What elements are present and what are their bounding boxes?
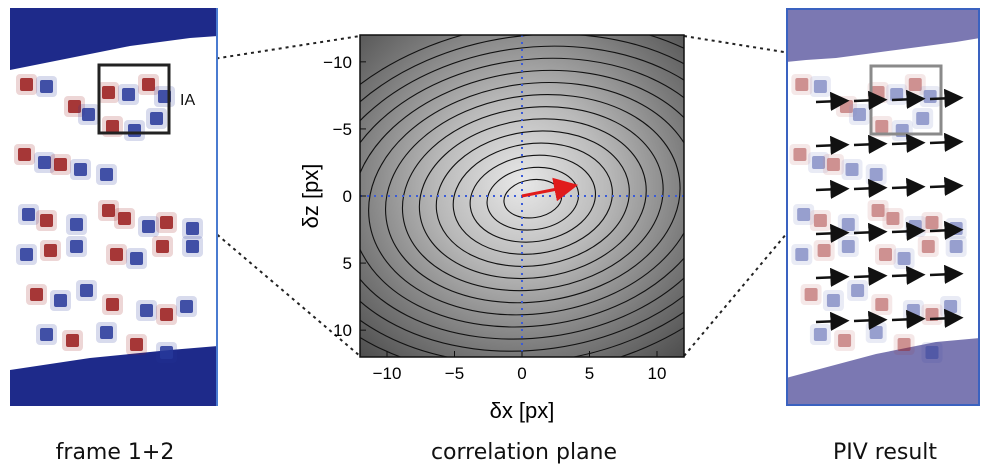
contour-line <box>368 81 684 316</box>
x-axis-label: δx [px] <box>490 398 555 423</box>
y-tick-label: −10 <box>323 53 352 72</box>
velocity-vector-icon <box>929 88 964 108</box>
velocity-vector-icon <box>853 90 888 110</box>
x-tick-label: 0 <box>517 364 526 383</box>
piv-caption: PIV result <box>832 440 938 465</box>
channel-wall-top <box>10 8 218 70</box>
y-tick-label: 5 <box>343 254 352 273</box>
velocity-vector-icon <box>853 310 888 330</box>
velocity-vector-icon <box>853 222 888 242</box>
contour-line <box>360 45 684 352</box>
velocity-vector-icon <box>891 221 926 241</box>
velocity-vector-icon <box>815 179 850 199</box>
contour-line <box>452 142 613 255</box>
velocity-vector-icon <box>853 134 888 154</box>
correlation-caption: correlation plane <box>430 440 618 465</box>
velocity-vector-icon <box>815 223 850 243</box>
contour-line <box>435 130 630 267</box>
contour-line <box>401 106 664 292</box>
velocity-vector-icon <box>815 135 850 155</box>
velocity-vector-icon <box>891 265 926 285</box>
y-tick-label: −5 <box>333 120 352 139</box>
y-tick-label: 0 <box>343 187 352 206</box>
connector-left-top <box>167 35 361 67</box>
channel-wall-top <box>786 8 980 62</box>
piv-result-panel <box>786 8 980 406</box>
velocity-vector-icon <box>929 176 964 196</box>
contour-line <box>469 154 597 243</box>
frame-panel <box>10 8 218 406</box>
velocity-vector-icon <box>853 178 888 198</box>
velocity-vector-icon <box>853 266 888 286</box>
velocity-vector-icon <box>929 132 964 152</box>
channel-wall-bottom <box>786 338 980 406</box>
velocity-vector-icon <box>891 133 926 153</box>
y-tick-label: 10 <box>333 321 352 340</box>
contour-line <box>360 69 684 328</box>
velocity-vector-icon <box>891 309 926 329</box>
x-tick-label: 5 <box>585 364 594 383</box>
interrogation-area-box <box>97 63 171 135</box>
y-axis-label: δz [px] <box>298 164 323 229</box>
channel-wall-bottom <box>10 346 218 406</box>
peak-displacement-arrow <box>521 177 579 202</box>
contour-line <box>360 57 684 340</box>
velocity-vector-icon <box>929 264 964 284</box>
velocity-vector-icon <box>815 311 850 331</box>
velocity-vector-icon <box>815 267 850 287</box>
contour-line <box>360 35 684 357</box>
frame-caption: frame 1+2 <box>55 440 175 465</box>
contour-line <box>384 94 681 304</box>
correlation-plot: −10 −10 −5 −5 0 0 5 5 10 10 δx [px] δz [px] <box>298 30 698 425</box>
x-tick-label: −10 <box>373 364 402 383</box>
velocity-vector-icon <box>891 177 926 197</box>
piv-image <box>786 8 980 406</box>
x-tick-label: 10 <box>648 364 667 383</box>
contour-line <box>486 166 580 231</box>
velocity-vector-icon <box>929 220 964 240</box>
x-tick-label: −5 <box>445 364 464 383</box>
ia-label: IA <box>180 92 196 109</box>
velocity-vector-icon <box>891 89 926 109</box>
frame-image <box>10 8 218 406</box>
velocity-vector-icon <box>929 308 964 328</box>
velocity-vector-icon <box>815 91 850 111</box>
